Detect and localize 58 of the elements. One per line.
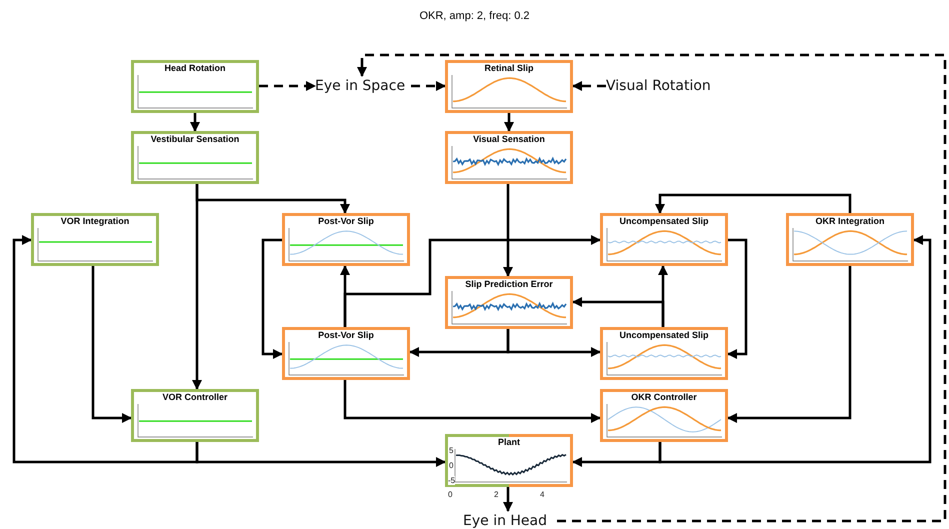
plot-panel [600, 327, 728, 380]
signal-label: Visual Rotation [606, 76, 711, 96]
panel-title: OKR Integration [814, 216, 886, 227]
panel-title: Post-Vor Slip [317, 216, 375, 227]
plot-panel [786, 213, 914, 266]
arrow [344, 380, 601, 423]
arrow [503, 487, 513, 512]
plot-panel [131, 60, 259, 113]
plot-panel [31, 213, 159, 266]
signal-label: Eye in Head [463, 511, 548, 529]
plot-panel [445, 434, 573, 487]
arrow [12, 235, 198, 464]
signal-label: Eye in Space [315, 76, 406, 96]
plot-panel [131, 131, 259, 184]
dashed-arrow [259, 81, 316, 91]
arrow [572, 297, 664, 327]
plot-panel [445, 60, 573, 113]
plot-panel [131, 389, 259, 442]
panel-title: Retinal Slip [483, 63, 534, 74]
arrow [190, 113, 200, 132]
plot-panel [600, 213, 728, 266]
arrow [655, 194, 852, 214]
dashed-arrow [411, 81, 446, 91]
panel-title: Plant [496, 437, 521, 448]
chart-title: OKR, amp: 2, freq: 0.2 [418, 10, 531, 22]
tick-label: 0 [449, 461, 454, 470]
arrow [262, 238, 283, 359]
tick-label: 2 [494, 490, 498, 499]
arrow [196, 184, 350, 214]
arrow [658, 235, 932, 464]
tick-label: -5 [448, 476, 456, 485]
plot-panel [600, 389, 728, 442]
panel-title: VOR Integration [60, 216, 130, 227]
arrow [506, 329, 601, 357]
arrow [727, 266, 852, 423]
tick-label: 4 [540, 490, 544, 499]
plot-panel [282, 327, 410, 380]
panel-title: Uncompensated Slip [618, 216, 710, 227]
panel-title: Head Rotation [163, 63, 226, 74]
panel-title: OKR Controller [630, 392, 698, 403]
panel-title: Visual Sensation [472, 134, 546, 145]
arrow [503, 184, 513, 277]
plot-panel [445, 276, 573, 329]
panel-title: Slip Prediction Error [464, 279, 554, 290]
tick-label: 5 [449, 446, 454, 455]
panel-title: VOR Controller [161, 392, 228, 403]
dashed-arrow [572, 81, 606, 91]
tick-label: 0 [448, 490, 452, 499]
arrow [504, 113, 514, 132]
arrow [344, 235, 601, 327]
plot-panel [282, 213, 410, 266]
panel-title: Post-Vor Slip [317, 330, 375, 341]
plot-panel [445, 131, 573, 184]
dashed-arrow [357, 54, 946, 522]
panel-title: Vestibular Sensation [150, 134, 240, 145]
arrow [92, 266, 132, 423]
arrow [727, 238, 748, 359]
panel-title: Uncompensated Slip [618, 330, 710, 341]
